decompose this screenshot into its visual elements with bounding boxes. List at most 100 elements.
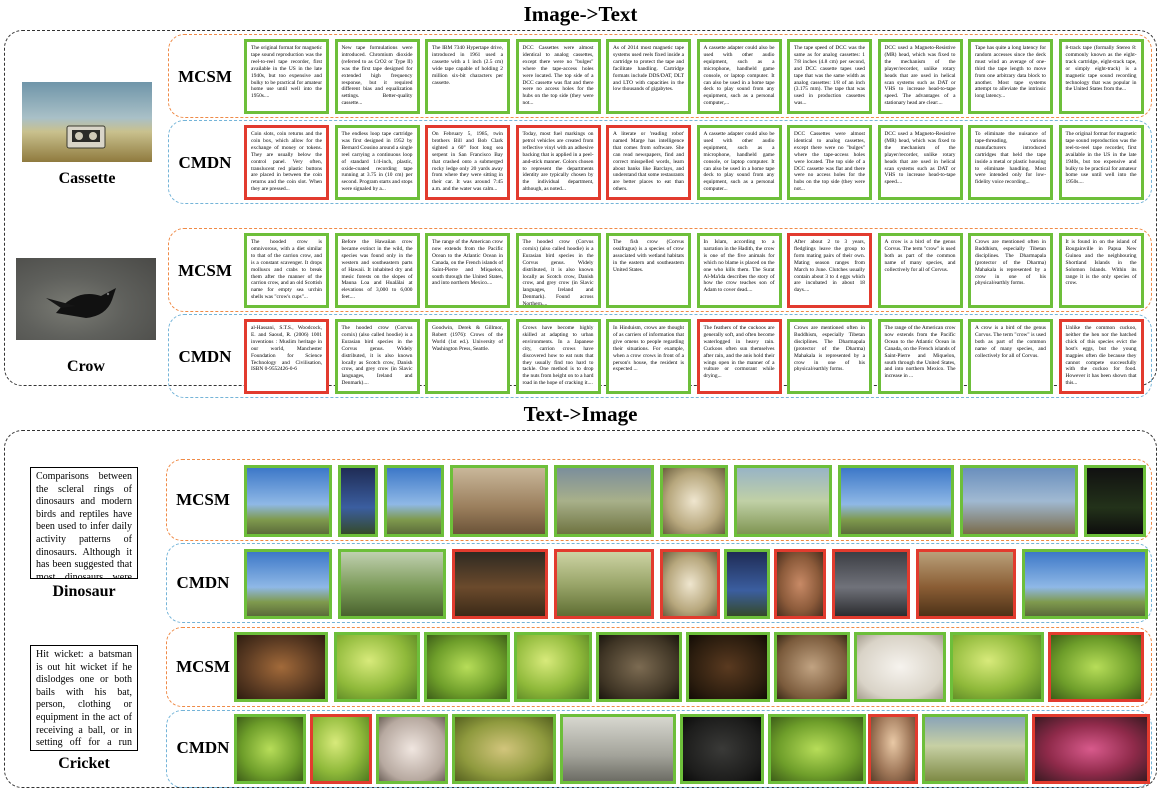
retrieved-text-card: DCC used a Magneto-Resistive (MR) head, … xyxy=(877,39,963,114)
cassette-query-label: Cassette xyxy=(58,170,116,187)
retrieved-image-thumbnail xyxy=(452,714,556,784)
retrieved-image-thumbnail xyxy=(916,549,1016,619)
retrieved-text-card: Crows are mentioned often in Buddhism, e… xyxy=(787,319,872,394)
retrieved-text-card: The endless loop tape cartridge was firs… xyxy=(334,125,420,200)
retrieved-image-thumbnail xyxy=(338,549,446,619)
cricket-query-label: Cricket xyxy=(58,755,110,772)
dinosaur-mcsm-row xyxy=(166,459,1152,541)
retrieved-image-thumbnail xyxy=(1048,632,1144,702)
retrieved-image-thumbnail xyxy=(1032,714,1150,784)
retrieved-text-card: A crow is a bird of the genus Corvus. Th… xyxy=(877,233,963,308)
cassette-query-image xyxy=(22,82,152,162)
retrieved-text-card: The hooded crow is omnivorous, with a di… xyxy=(244,233,329,308)
retrieved-image-thumbnail xyxy=(310,714,372,784)
retrieved-image-thumbnail xyxy=(450,465,548,537)
retrieved-image-thumbnail xyxy=(660,549,720,619)
retrieved-text-card: The original format for magnetic tape so… xyxy=(244,39,329,114)
retrieved-text-card: DCC Cassettes were almost identical to a… xyxy=(515,39,601,114)
retrieved-text-card: New tape formulations were introduced. C… xyxy=(334,39,420,114)
retrieved-text-card: al-Hassani, S.T.S., Woodcock, E. and Sao… xyxy=(244,319,329,394)
retrieved-image-thumbnail xyxy=(338,465,378,537)
dinosaur-cmdn-row xyxy=(166,543,1152,623)
cricket-mcsm-row xyxy=(166,627,1152,707)
retrieved-text-card: Goodwin, Derek & Gillmor, Robert (1976):… xyxy=(425,319,510,394)
retrieved-image-thumbnail xyxy=(922,714,1028,784)
retrieved-text-card: A literate or 'reading robot' named Marg… xyxy=(606,125,691,200)
text-to-image-title: Text->Image xyxy=(523,402,638,426)
retrieved-image-thumbnail xyxy=(1084,465,1146,537)
retrieved-text-card: The original format for magnetic tape so… xyxy=(1058,125,1144,200)
retrieved-text-card: As of 2014 most magnetic tape systems us… xyxy=(606,39,691,114)
retrieved-text-card: Coin slots, coin returns and the coin bo… xyxy=(244,125,329,200)
retrieved-text-card: The IBM 7340 Hypertape drive, introduced… xyxy=(425,39,510,114)
dinosaur-query-label: Dinosaur xyxy=(52,583,116,600)
retrieved-image-thumbnail xyxy=(960,465,1078,537)
retrieved-image-thumbnail xyxy=(334,632,420,702)
retrieved-image-thumbnail xyxy=(774,632,850,702)
retrieved-text-card: The range of the American crow now exten… xyxy=(877,319,963,394)
crow-cmdn-row xyxy=(168,314,1152,398)
retrieved-text-card: Unlike the common cuckoo, neither the he… xyxy=(1058,319,1144,394)
retrieved-image-thumbnail xyxy=(376,714,448,784)
retrieved-image-thumbnail xyxy=(724,549,770,619)
dinosaur-mcsm-label: MCSM xyxy=(176,490,230,509)
retrieved-image-thumbnail xyxy=(774,549,826,619)
retrieved-text-card: In Hinduism, crows are thought of as car… xyxy=(606,319,691,394)
retrieved-image-thumbnail xyxy=(554,465,654,537)
retrieved-image-thumbnail xyxy=(596,632,682,702)
retrieved-image-thumbnail xyxy=(734,465,832,537)
retrieved-text-card: In Islam, according to a narration in th… xyxy=(696,233,782,308)
retrieved-image-thumbnail xyxy=(244,465,332,537)
cricket-cmdn-row xyxy=(166,710,1152,788)
retrieved-image-thumbnail xyxy=(560,714,676,784)
retrieved-image-thumbnail xyxy=(768,714,866,784)
crow-cmdn-label: CMDN xyxy=(178,347,232,366)
retrieved-image-thumbnail xyxy=(452,549,548,619)
retrieved-text-card: After about 2 to 3 years, fledglings lea… xyxy=(787,233,872,308)
crow-mcsm-row xyxy=(168,228,1152,312)
retrieved-text-card: Crows are mentioned often in Buddhism, e… xyxy=(968,233,1053,308)
retrieved-image-thumbnail xyxy=(660,465,728,537)
retrieved-text-card: The tape speed of DCC was the same as fo… xyxy=(787,39,872,114)
retrieved-image-thumbnail xyxy=(854,632,946,702)
retrieved-text-card: The fish crow (Corvus ossifragus) is a s… xyxy=(606,233,691,308)
retrieved-text-card: Before the Hawaiian crow became extinct … xyxy=(334,233,420,308)
retrieved-image-thumbnail xyxy=(514,632,592,702)
cassette-mcsm-row xyxy=(168,34,1152,118)
cassette-cmdn-row xyxy=(168,120,1152,204)
retrieved-text-card: A cassette adapter could also be used wi… xyxy=(696,125,782,200)
cricket-mcsm-label: MCSM xyxy=(176,657,230,676)
cassette-cmdn-label: CMDN xyxy=(178,153,232,172)
crow-query-label: Crow xyxy=(67,358,105,375)
retrieved-text-card: Tape has quite a long latency for random… xyxy=(968,39,1053,114)
image-to-text-title: Image->Text xyxy=(523,2,638,26)
retrieved-image-thumbnail xyxy=(680,714,764,784)
retrieved-text-card: To eliminate the nuisance of tape-thread… xyxy=(968,125,1053,200)
retrieved-text-card: The range of the American crow now exten… xyxy=(425,233,510,308)
retrieved-image-thumbnail xyxy=(838,465,954,537)
retrieved-text-card: DCC used a Magneto-Resistive (MR) head, … xyxy=(877,125,963,200)
retrieved-image-thumbnail xyxy=(950,632,1044,702)
retrieved-image-thumbnail xyxy=(234,632,328,702)
cassette-mcsm-label: MCSM xyxy=(178,67,232,86)
cricket-query-text: Hit wicket: a batsman is out hit wicket … xyxy=(30,645,138,751)
retrieved-text-card: The hooded crow (Corvus cornix) (also ca… xyxy=(334,319,420,394)
dinosaur-cmdn-label: CMDN xyxy=(176,573,230,592)
dinosaur-query-text: Comparisons between the scleral rings of… xyxy=(30,467,138,579)
retrieved-text-card: A crow is a bird of the genus Corvus. Th… xyxy=(968,319,1053,394)
retrieved-image-thumbnail xyxy=(868,714,918,784)
retrieved-image-thumbnail xyxy=(244,549,332,619)
retrieved-image-thumbnail xyxy=(832,549,910,619)
retrieved-image-thumbnail xyxy=(554,549,654,619)
retrieved-text-card: It is found in on the island of Bougainv… xyxy=(1058,233,1144,308)
retrieved-text-card: On February 5, 1985, twin brothers Bill … xyxy=(425,125,510,200)
retrieved-image-thumbnail xyxy=(384,465,444,537)
retrieved-image-thumbnail xyxy=(686,632,770,702)
retrieved-image-thumbnail xyxy=(1022,549,1148,619)
retrieved-text-card: Crows have become highly skilled at adap… xyxy=(515,319,601,394)
crow-query-image xyxy=(16,258,156,340)
retrieved-text-card: The hooded crow (Corvus cornix) (also ca… xyxy=(515,233,601,308)
cricket-cmdn-label: CMDN xyxy=(176,738,230,757)
retrieved-text-card: A cassette adapter could also be used wi… xyxy=(696,39,782,114)
retrieved-text-card: 8-track tape (formally Stereo 8: commonl… xyxy=(1058,39,1144,114)
